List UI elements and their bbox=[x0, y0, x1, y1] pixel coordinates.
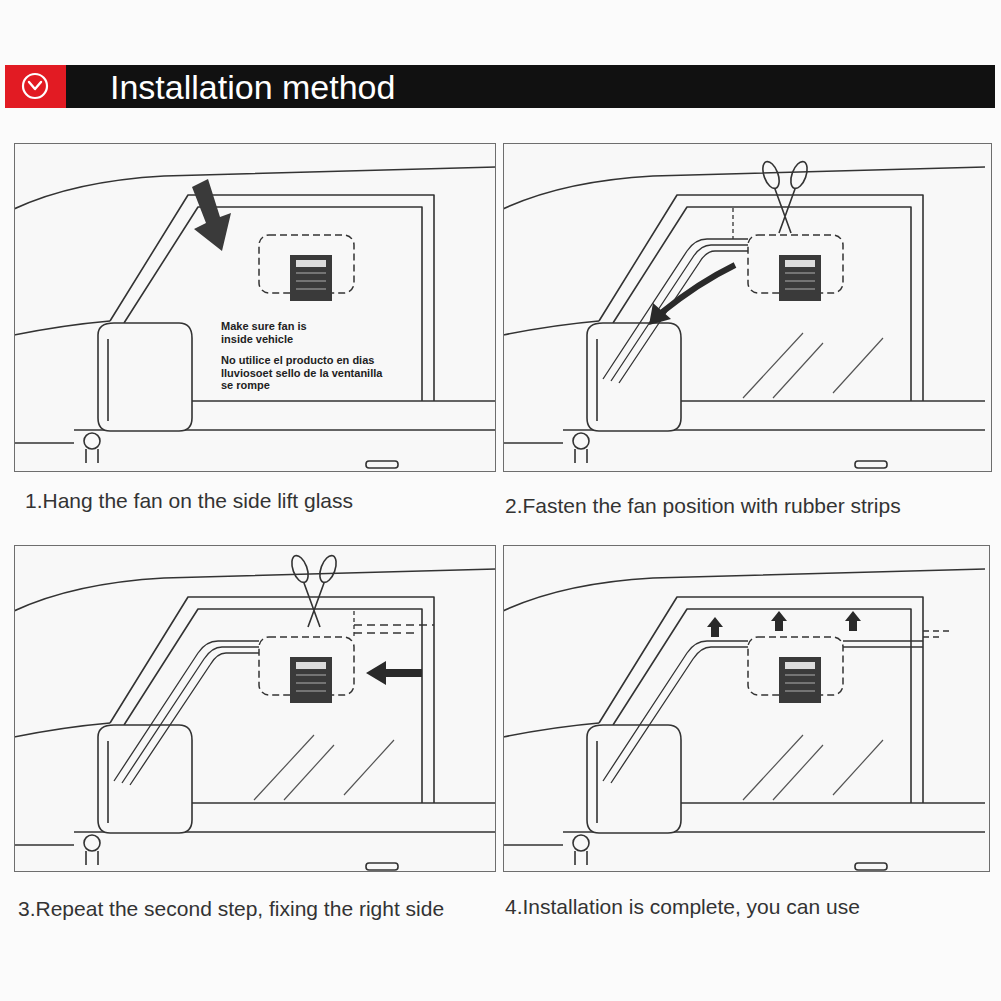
step-panel: Make sure fan is inside vehicle No utilic… bbox=[14, 143, 496, 472]
page-title: Installation method bbox=[110, 66, 395, 108]
step-caption: 1.Hang the fan on the side lift glass bbox=[25, 488, 353, 513]
panel-4-drawing bbox=[503, 545, 990, 872]
step-panel: 4.Installation is complete, you can use bbox=[503, 545, 990, 872]
step-panel: 3.Repeat the second step, fixing the rig… bbox=[14, 545, 496, 872]
panel-3-drawing bbox=[14, 545, 496, 872]
step-panel: 2.Fasten the fan position with rubber st… bbox=[503, 143, 992, 472]
step-caption: 2.Fasten the fan position with rubber st… bbox=[505, 493, 901, 518]
warning-note: No utilice el producto en dias lluviosoe… bbox=[221, 354, 393, 392]
panel-2-drawing bbox=[503, 143, 992, 472]
step-caption: 4.Installation is complete, you can use bbox=[505, 894, 860, 919]
header-bar bbox=[66, 65, 995, 108]
panel-1-drawing bbox=[14, 143, 496, 472]
header-icon bbox=[23, 74, 47, 98]
header-icon-box bbox=[5, 65, 66, 108]
warning-note: Make sure fan is inside vehicle bbox=[221, 320, 333, 346]
step-caption: 3.Repeat the second step, fixing the rig… bbox=[18, 896, 444, 921]
